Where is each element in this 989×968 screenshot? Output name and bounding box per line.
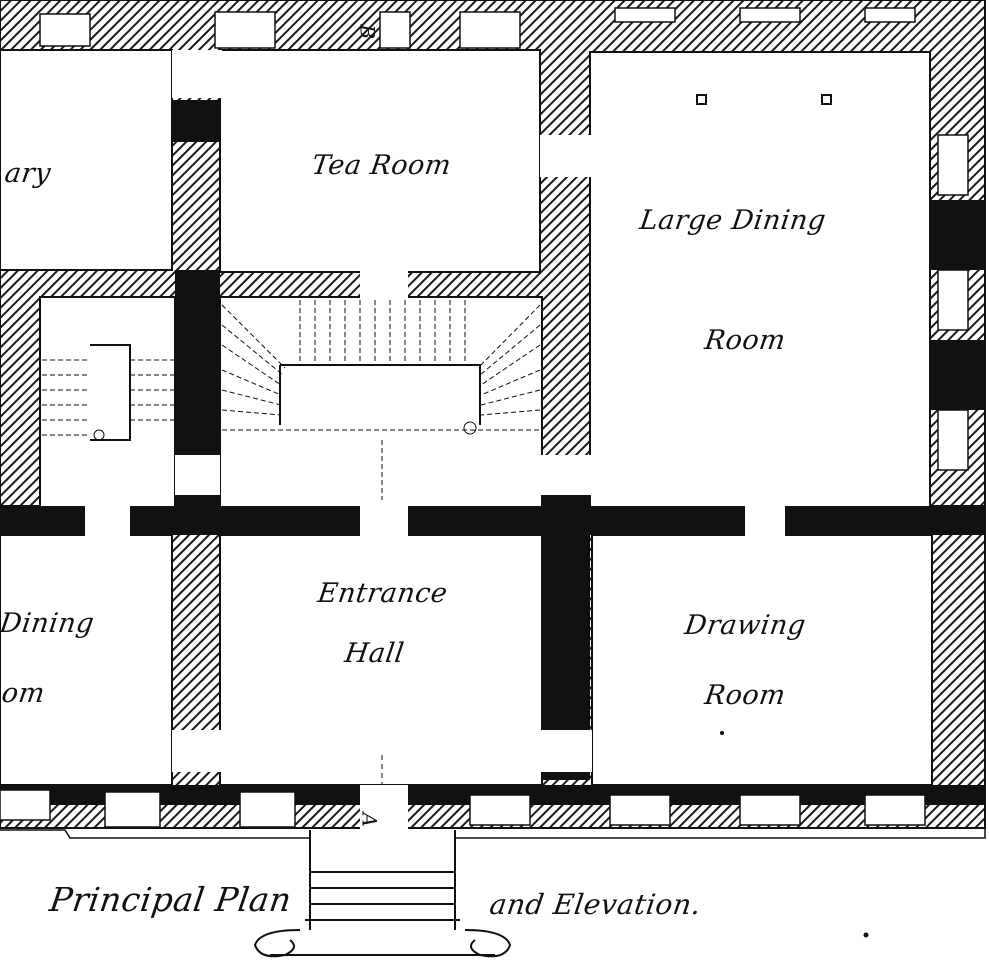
drawing-label-line1: Drawing [682, 610, 808, 641]
dining-room [0, 534, 173, 786]
dining-label-line2: om [0, 678, 48, 709]
caption-right: and Elevation. [487, 888, 704, 921]
tea-room-label: Tea Room [309, 150, 454, 181]
back-stair-room [39, 296, 176, 508]
entrance-label-line1: Entrance [315, 578, 450, 609]
library-room [0, 49, 173, 271]
ink-dot [863, 932, 869, 938]
tea-room [219, 49, 541, 273]
dining-label-line1: Dining [0, 608, 97, 639]
entrance-hall [219, 534, 543, 786]
ink-dot [720, 731, 724, 735]
drawing-room [591, 534, 933, 786]
column-markers [696, 94, 832, 105]
door-openings [85, 50, 785, 830]
entrance-label-line2: Hall [342, 638, 407, 669]
rooms [0, 49, 933, 786]
large-dining-label-line2: Room [702, 325, 788, 356]
caption-left: Principal Plan [47, 880, 295, 919]
back-staircase [42, 344, 175, 441]
large-dining-room [589, 51, 931, 508]
large-dining-label-line1: Large Dining [637, 205, 828, 236]
window-openings [0, 7, 969, 828]
stair-hall [219, 296, 543, 508]
front-steps [253, 830, 512, 958]
section-mark-b: B [355, 24, 380, 40]
plinth-line [0, 828, 986, 839]
library-label: ary [2, 158, 53, 189]
section-mark-a: A [357, 812, 382, 828]
main-staircase [221, 300, 541, 500]
drawing-label-line2: Room [702, 680, 788, 711]
